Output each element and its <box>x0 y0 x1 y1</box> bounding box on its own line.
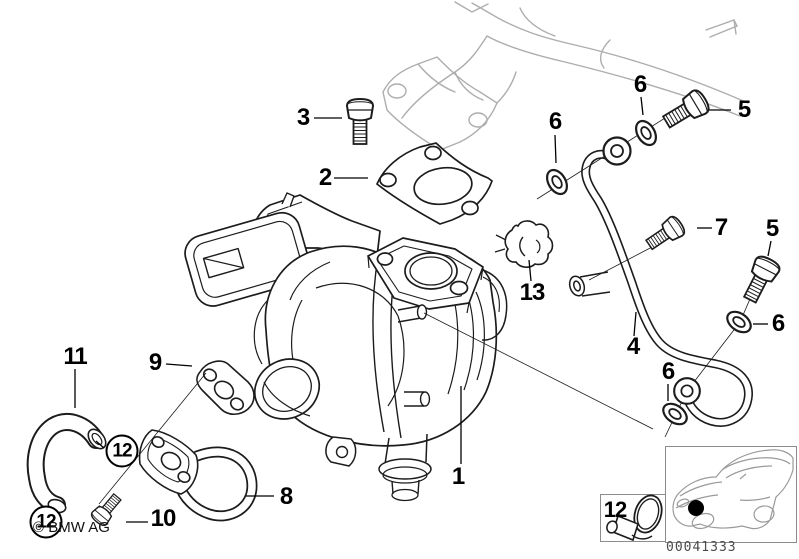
callout-12-circled[interactable]: 12 <box>105 434 139 468</box>
callout-13[interactable]: 13 <box>519 279 546 306</box>
callout-1[interactable]: 1 <box>451 463 465 490</box>
bolt-5-top-drawing <box>658 86 713 135</box>
callout-6[interactable]: 6 <box>771 310 785 337</box>
callout-10[interactable]: 10 <box>150 505 177 532</box>
bolt-5-right-drawing <box>737 252 783 307</box>
gasket-9-drawing <box>196 360 255 416</box>
copyright-text: © BMW AG <box>33 519 110 536</box>
hose-11-drawing <box>26 413 107 514</box>
diagram-number: 00041333 <box>666 540 737 555</box>
banjo-fitting-bottom <box>673 377 701 405</box>
callout-2[interactable]: 2 <box>318 164 332 191</box>
clip-13-drawing <box>494 220 554 268</box>
callout-6[interactable]: 6 <box>548 108 562 135</box>
hose-clamp-icon <box>606 494 663 542</box>
turbocharger-drawing <box>184 192 508 502</box>
callout-3[interactable]: 3 <box>296 104 310 131</box>
callout-5[interactable]: 5 <box>737 96 751 123</box>
banjo-fitting-top <box>602 136 632 166</box>
gasket-2-drawing <box>375 142 494 225</box>
car-location-icon <box>672 449 794 530</box>
callout-11[interactable]: 11 <box>63 343 87 370</box>
return-pipe-8-drawing <box>138 429 258 522</box>
leader-lines-short <box>74 96 772 523</box>
callout-9[interactable]: 9 <box>148 349 162 376</box>
washer-6-top <box>630 116 662 150</box>
callout-6[interactable]: 6 <box>633 71 647 98</box>
legend-box <box>600 494 666 542</box>
callout-12-circled[interactable]: 12 <box>29 505 63 539</box>
washer-6-right <box>722 306 756 338</box>
car-box <box>665 446 797 543</box>
oil-pipe-4-drawing <box>568 149 753 427</box>
callout-4[interactable]: 4 <box>626 333 640 360</box>
bolt-3-drawing <box>346 98 374 145</box>
callout-6[interactable]: 6 <box>661 358 675 385</box>
callout-5[interactable]: 5 <box>765 215 779 242</box>
callout-8[interactable]: 8 <box>279 483 293 510</box>
legend-label-12[interactable]: 12 <box>603 497 628 522</box>
callout-7[interactable]: 7 <box>714 214 728 241</box>
exhaust-manifold-drawing <box>382 1 749 151</box>
